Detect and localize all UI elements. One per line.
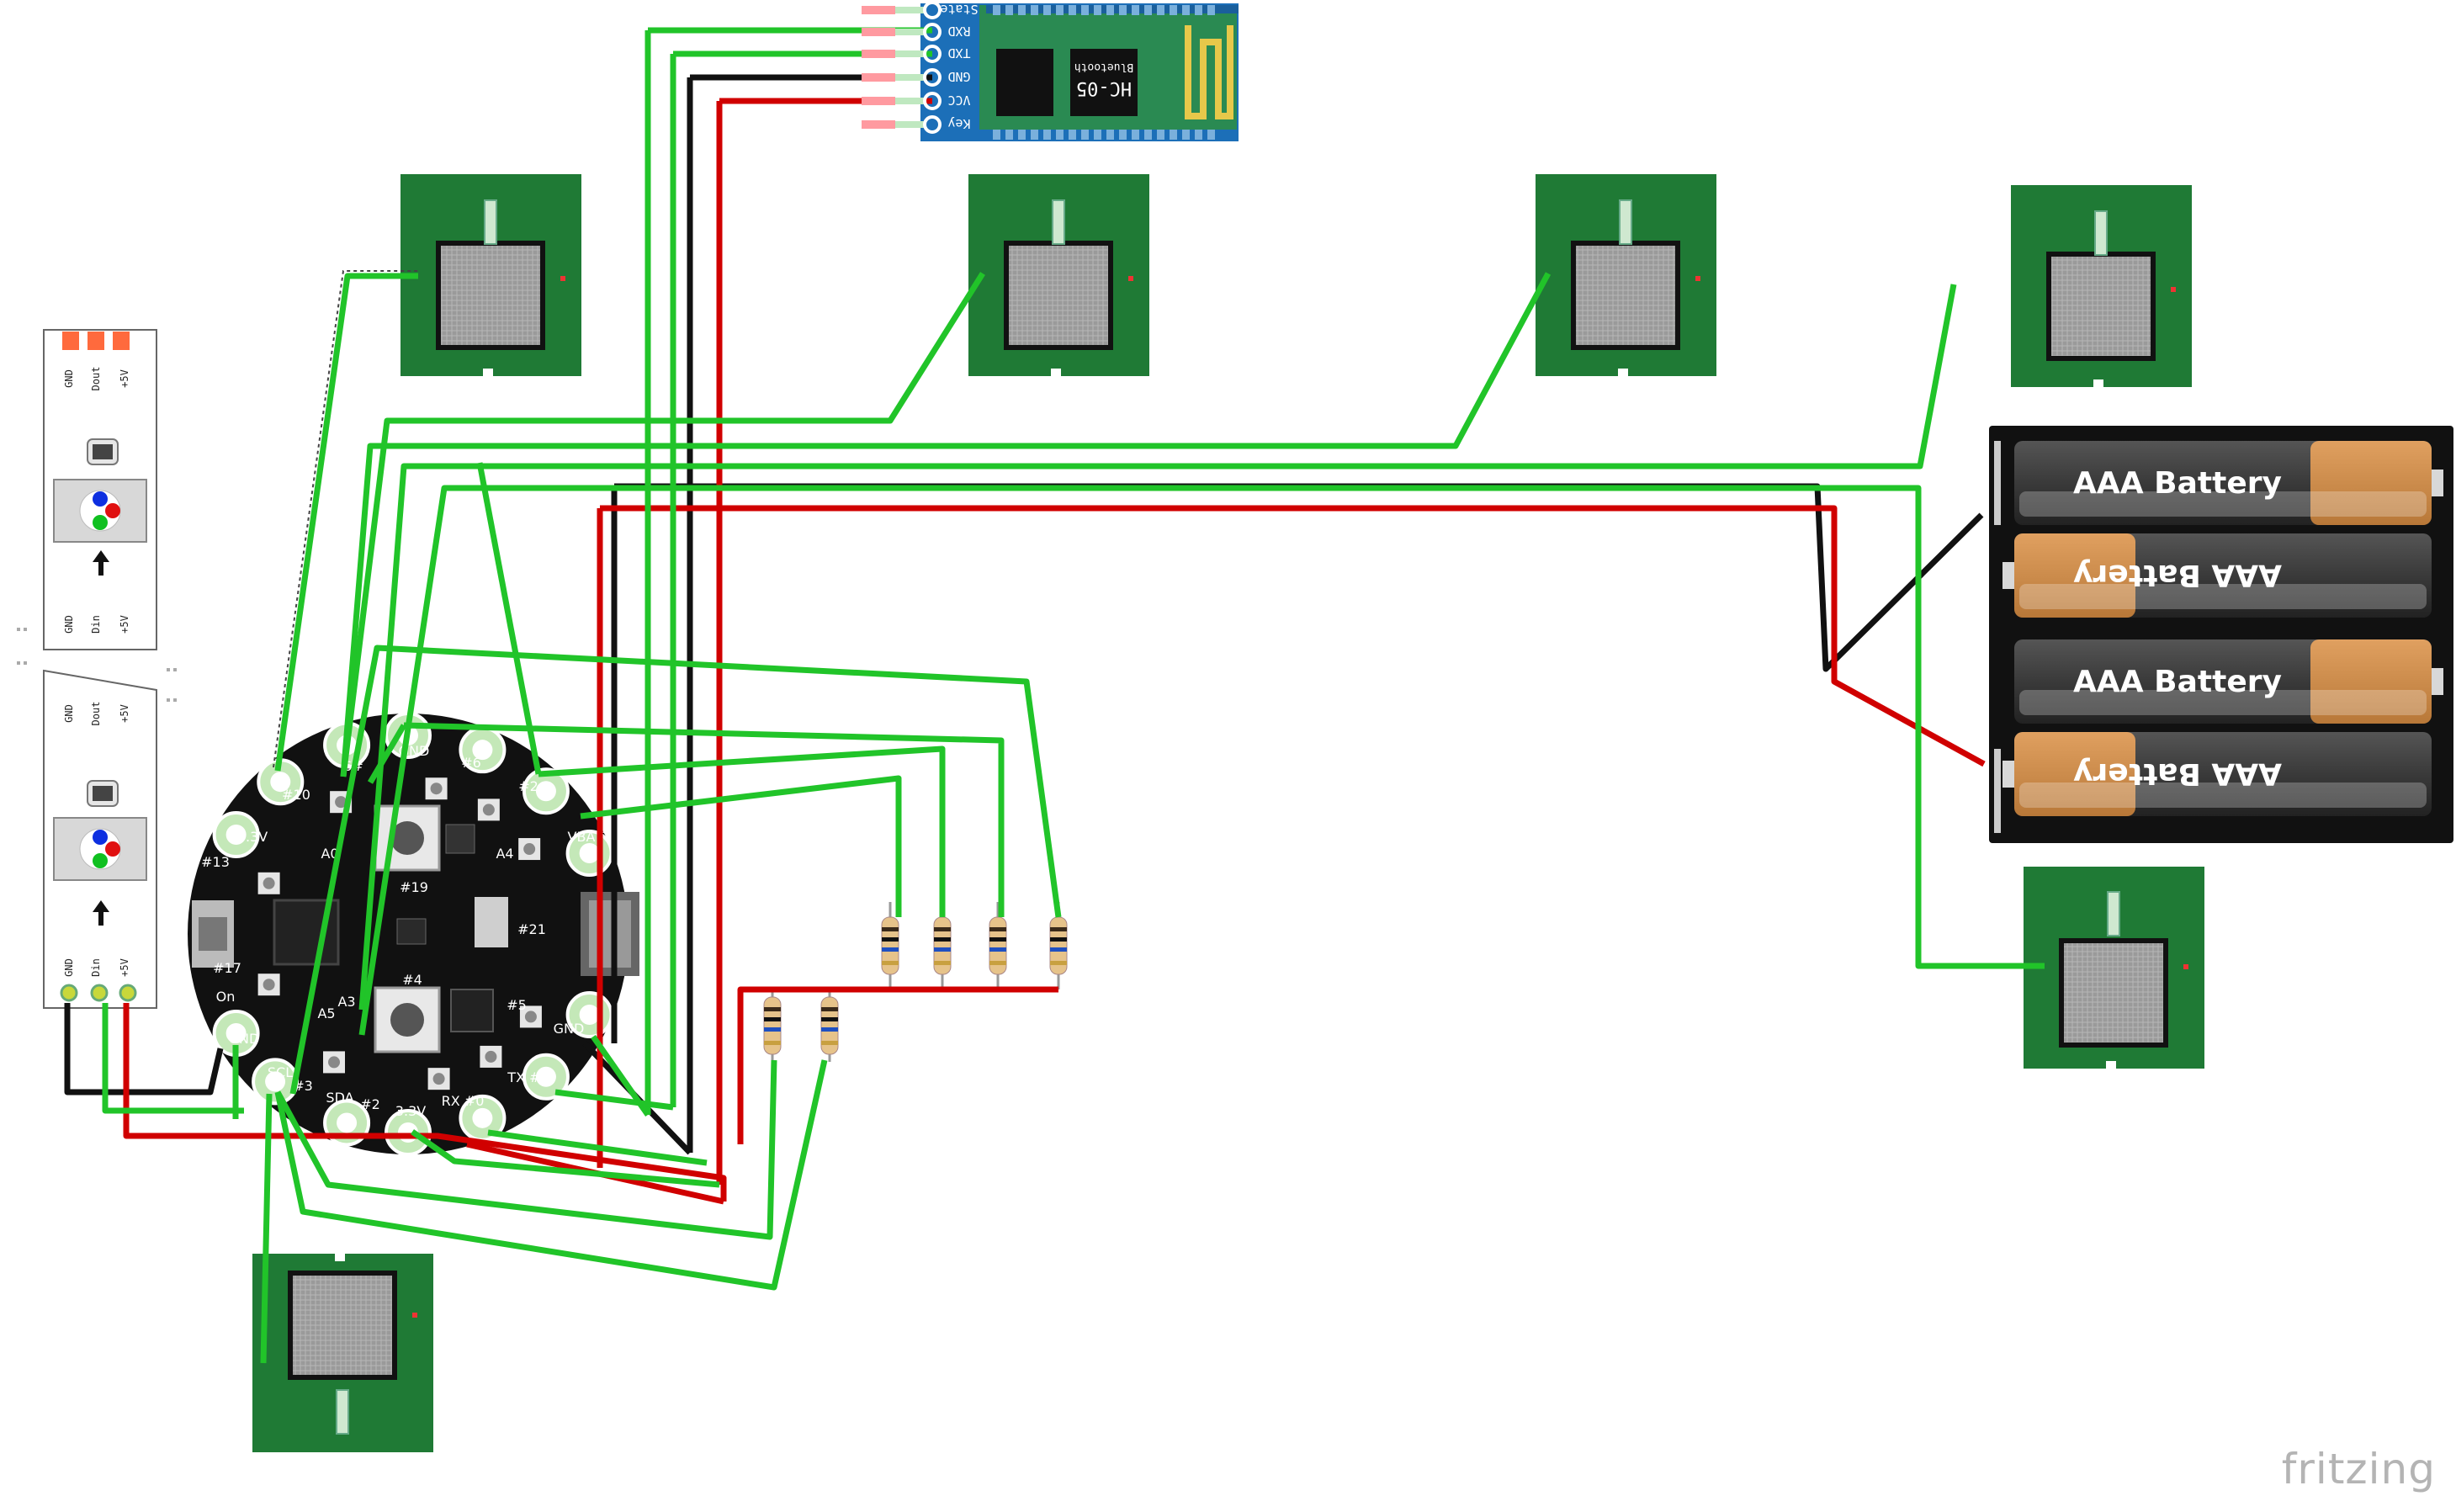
- bt-pin-label: State: [940, 2, 978, 17]
- board-label: TX #1: [507, 1069, 549, 1085]
- dotted-wire: [273, 270, 421, 768]
- resistor: [881, 916, 899, 975]
- fritzing-logo: fritzing: [2281, 1445, 2436, 1493]
- battery-label: AAA Battery: [2073, 756, 2282, 791]
- board-label: SDA: [326, 1090, 353, 1106]
- bt-pin-label: VCC: [947, 93, 970, 108]
- force-sensor-5: [2024, 867, 2204, 1069]
- strip-label: GND: [63, 615, 75, 634]
- strip-label: +5V: [119, 958, 130, 977]
- strip-label: +5V: [119, 704, 130, 723]
- board-label: #2: [360, 1096, 380, 1112]
- bt-pin-txd: [862, 50, 895, 58]
- board-label: A3: [337, 994, 355, 1010]
- strip-label: GND: [63, 704, 75, 723]
- force-sensor-4: [2011, 185, 2192, 387]
- board-label: A5: [317, 1005, 335, 1021]
- board-label: #5: [507, 997, 527, 1013]
- board-label: RX #0: [442, 1093, 485, 1109]
- board-label: A4: [496, 846, 513, 862]
- board-label: SCL: [268, 1064, 293, 1080]
- board-label: 3.3V: [237, 829, 268, 845]
- board-label: #4: [402, 972, 422, 988]
- board-label: #21: [517, 921, 546, 937]
- strip-label: Dout: [90, 367, 102, 391]
- board-label: #13: [201, 854, 230, 870]
- neopixel-strip: [17, 329, 177, 1009]
- strip-label: Dout: [90, 702, 102, 726]
- bt-pin-vcc: [862, 97, 895, 105]
- resistor: [820, 996, 839, 1055]
- board-label: A0: [321, 846, 338, 862]
- battery-label: AAA Battery: [2073, 558, 2282, 592]
- bt-pin-key: [862, 120, 895, 129]
- bt-pin-gnd: [862, 73, 895, 82]
- strip-label: +5V: [119, 615, 130, 634]
- battery-label: AAA Battery: [2073, 466, 2282, 501]
- bt-sub-label: Bluetooth: [1074, 61, 1133, 73]
- board-label: GND: [229, 1031, 260, 1047]
- hc05-bluetooth-module: HC-05 Bluetooth: [920, 3, 1239, 141]
- battery-cell: AAA Battery: [2014, 441, 2443, 525]
- bt-pin-header: [862, 1, 942, 134]
- board-label: #17: [213, 960, 241, 976]
- force-sensor-6: [252, 1254, 433, 1452]
- bt-pin-label: RXD: [947, 24, 970, 39]
- board-label: 3.3V: [395, 1103, 426, 1119]
- force-sensor-1: [400, 174, 581, 376]
- board-label: GND: [554, 1021, 585, 1037]
- battery-cell: AAA Battery: [2002, 533, 2432, 618]
- board-label: VBATT: [568, 829, 611, 845]
- strip-label: GND: [63, 958, 75, 977]
- strip-label: Din: [90, 958, 102, 977]
- board-label: #19: [400, 879, 428, 895]
- board-label: #6: [461, 755, 481, 771]
- bt-pin-label: TXD: [947, 45, 970, 61]
- battery-label: AAA Battery: [2073, 665, 2282, 699]
- strip-label: GND: [63, 369, 75, 388]
- resistor: [763, 996, 782, 1055]
- force-sensor-3: [1536, 174, 1716, 376]
- green-wires: [102, 27, 2045, 1364]
- board-label: On: [216, 989, 236, 1005]
- resistor-bank: [763, 902, 1068, 1062]
- strip-label: Din: [90, 615, 102, 634]
- red-wires: [123, 98, 1986, 1205]
- strip-label: +5V: [119, 369, 130, 388]
- battery-cell: AAA Battery: [2002, 732, 2432, 816]
- bt-pin-label: GND: [947, 69, 970, 84]
- bt-pin-rxd: [862, 28, 895, 36]
- board-label: #2: [518, 778, 538, 794]
- resistor: [1049, 916, 1068, 975]
- bt-chip-label: HC-05: [1076, 77, 1132, 98]
- force-sensor-2: [968, 174, 1149, 376]
- resistor: [933, 916, 952, 975]
- bt-pin-state: [862, 6, 895, 14]
- battery-cell: AAA Battery: [2014, 639, 2443, 724]
- board-label: #10: [282, 787, 310, 803]
- resistor: [989, 916, 1007, 975]
- bt-pin-label: Key: [947, 116, 970, 131]
